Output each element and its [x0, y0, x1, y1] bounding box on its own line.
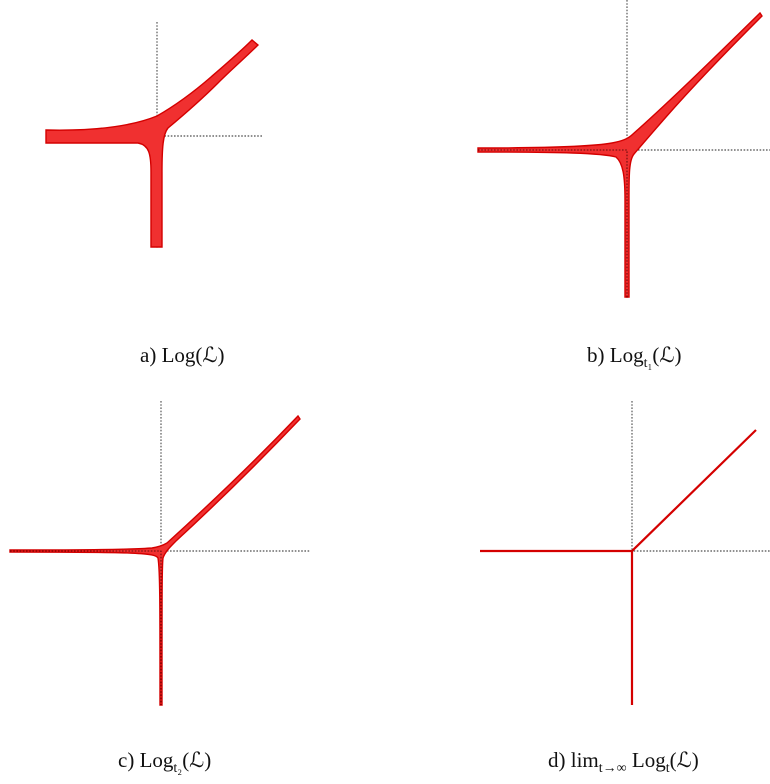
panel-d-caption-subscript-2: t [666, 761, 670, 776]
panel-a: a) Log(ℒ) [45, 22, 263, 367]
panel-d-tropical-curve [480, 429, 757, 705]
panel-b-caption-suffix: (ℒ) [652, 343, 681, 367]
panel-c-spine [10, 550, 162, 705]
panel-a-caption-suffix: ℒ) [202, 343, 224, 367]
panel-c-caption-prefix: c) Log [118, 748, 174, 772]
panel-b-amoeba [477, 11, 763, 298]
panel-d: d) limt→∞ Logt(ℒ) [480, 401, 770, 776]
panel-d-caption-suffix: (ℒ) [670, 748, 699, 772]
panel-c-caption: c) Logt₂(ℒ) [118, 748, 211, 776]
panel-a-caption-prefix: a) Log( [140, 343, 202, 367]
panel-b-caption-prefix: b) Log [587, 343, 644, 367]
panel-d-caption: d) limt→∞ Logt(ℒ) [548, 748, 699, 776]
panel-a-caption: a) Log(ℒ) [140, 343, 225, 367]
panel-d-caption-subscript: t→∞ [599, 761, 627, 776]
panel-d-caption-middle: Log [627, 748, 667, 772]
panel-c-caption-subscript: t₂ [173, 761, 182, 776]
panel-c-caption-suffix: (ℒ) [182, 748, 211, 772]
panel-b: b) Logt₁(ℒ) [477, 0, 770, 371]
panel-c: c) Logt₂(ℒ) [9, 401, 310, 776]
panel-c-amoeba [9, 414, 301, 706]
panel-a-amoeba [45, 39, 260, 248]
panel-d-caption-prefix: d) lim [548, 748, 599, 772]
panel-b-caption: b) Logt₁(ℒ) [587, 343, 681, 371]
panel-b-spine [478, 149, 628, 297]
panel-b-caption-subscript: t₁ [644, 356, 653, 371]
